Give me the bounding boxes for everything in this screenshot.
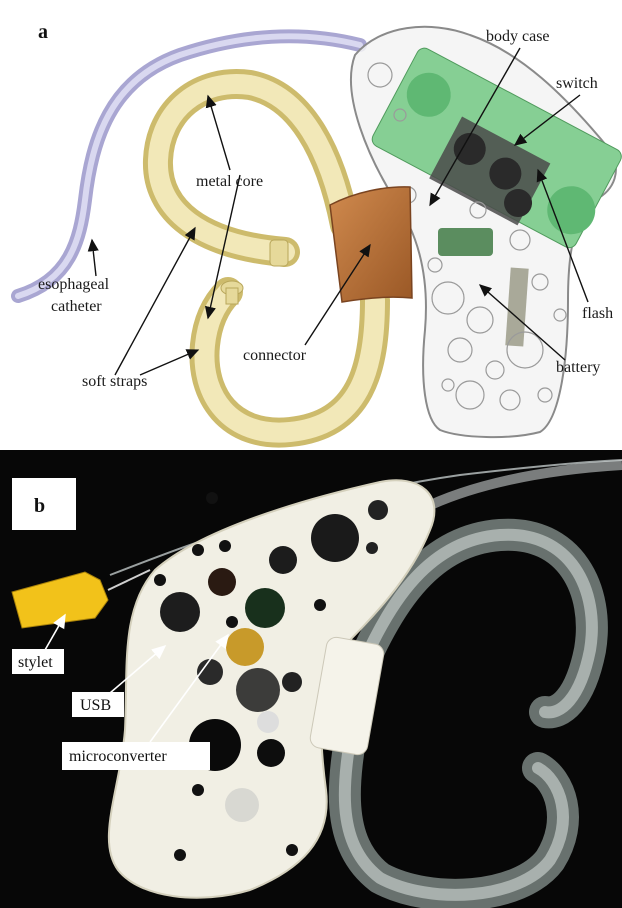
label-body-case: body case <box>486 28 550 45</box>
panel-a-letter: a <box>38 21 48 43</box>
panel-b-photo: b stylet USB microconverter <box>0 450 622 908</box>
label-switch: switch <box>556 75 598 92</box>
label-esophageal: esophageal <box>38 276 110 293</box>
label-stylet: stylet <box>18 654 53 671</box>
panel-a-illustration: a body case switch metal core esophageal… <box>0 0 622 450</box>
label-soft-straps: soft straps <box>82 373 147 390</box>
label-connector: connector <box>243 347 307 364</box>
label-metal-core: metal core <box>196 173 263 190</box>
label-catheter: catheter <box>51 298 102 315</box>
label-usb: USB <box>80 697 111 714</box>
panel-b: b stylet USB microconverter <box>0 450 622 908</box>
label-battery: battery <box>556 359 600 376</box>
panel-a: a body case switch metal core esophageal… <box>0 0 622 450</box>
label-microconverter: microconverter <box>69 748 167 765</box>
connector <box>330 187 412 302</box>
label-flash: flash <box>582 305 613 322</box>
small-component <box>438 228 493 256</box>
panel-b-letter: b <box>34 495 45 517</box>
